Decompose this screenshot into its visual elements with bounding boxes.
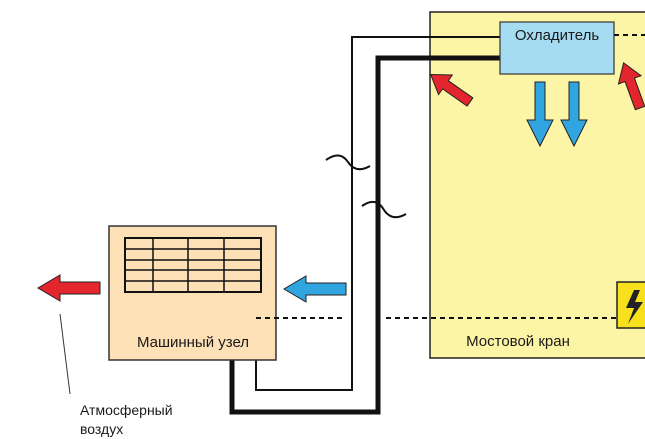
- cool-air-arrow-2: [560, 81, 588, 148]
- pipe-break-symbol-2: [361, 200, 407, 219]
- hot-air-exhaust-arrow: [37, 274, 101, 302]
- pipe-break-symbol: [325, 154, 371, 171]
- leader-line: [59, 313, 71, 395]
- hot-air-arrow-left: [429, 73, 474, 107]
- lightning-bolt-icon: [626, 290, 643, 324]
- thick-pipe: [229, 55, 500, 415]
- thin-pipe: [255, 36, 500, 391]
- arrow-up-icon: [429, 73, 474, 107]
- cooler-box: [499, 21, 615, 75]
- atmospheric-air-label-line2: воздух: [80, 421, 123, 437]
- hot-air-arrow-right: [617, 62, 645, 111]
- arrow-up-icon: [617, 62, 645, 111]
- cool-air-inlet-arrow: [283, 275, 347, 303]
- atmospheric-air-label-line1: Атмосферный: [80, 402, 173, 418]
- radiator-grid: [124, 237, 262, 293]
- cooler-label: Охладитель: [515, 27, 600, 44]
- machine-unit-label: Машинный узел: [137, 334, 249, 351]
- bridge-crane-label: Мостовой кран: [466, 333, 570, 350]
- cool-air-arrow-1: [526, 81, 554, 148]
- warning-sign: [616, 281, 645, 329]
